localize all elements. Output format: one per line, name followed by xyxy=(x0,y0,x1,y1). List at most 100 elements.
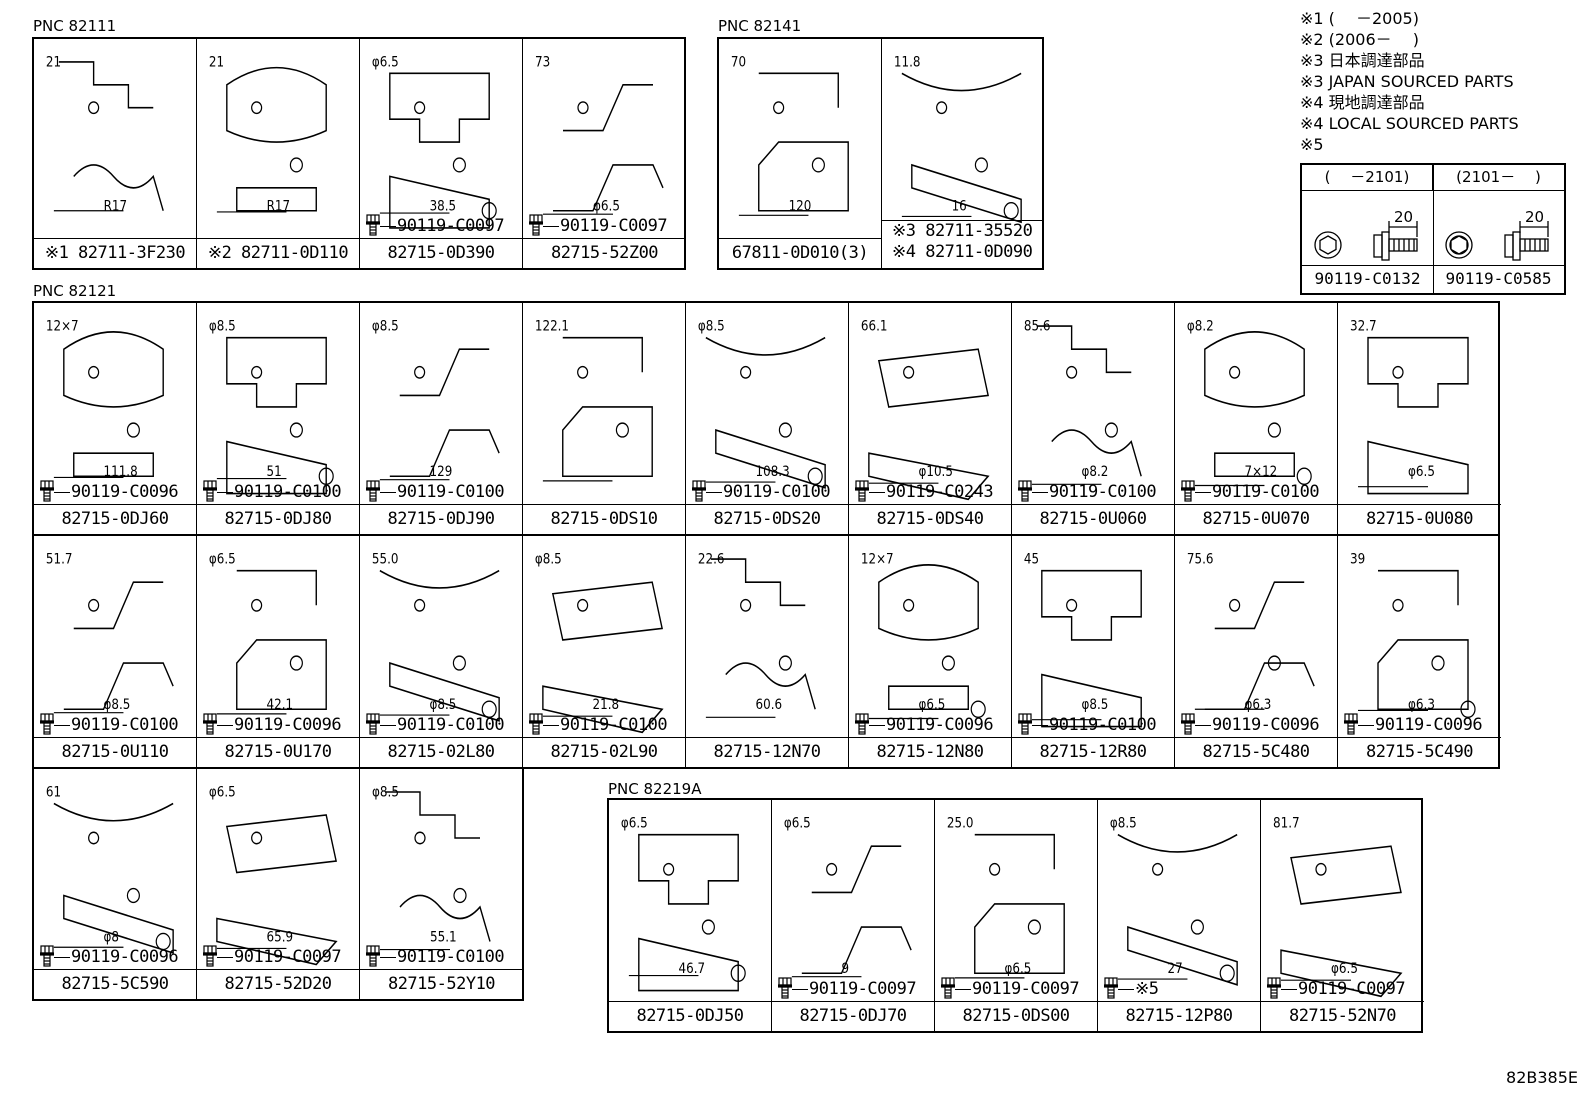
part-number-label: 82715-0DS10 xyxy=(523,504,685,534)
legend-col2-part: 90119-C0585 xyxy=(1433,265,1564,293)
dimension-label: 42.1 xyxy=(267,697,294,713)
dimension-label: φ6.3 xyxy=(1245,697,1272,713)
dimension-label: φ8.5 xyxy=(104,697,131,713)
bolt-part-number: 90119-C0096 xyxy=(886,715,994,735)
part-drawing: 122.1 xyxy=(535,319,653,482)
part-number-label: ※3 82711-35520※4 82711-0D090 xyxy=(882,220,1044,268)
legend-line: ※1 ( －2005) xyxy=(1300,9,1419,28)
bolt-part-number: 90119-C0097 xyxy=(234,947,342,967)
dimension-label: 39 xyxy=(1350,552,1365,568)
dimension-label: φ8.5 xyxy=(1110,816,1137,832)
dimension-label: φ6.5 xyxy=(1408,464,1435,480)
bolt-icon xyxy=(202,480,218,502)
bolt-icon xyxy=(1017,713,1033,735)
bolt-icon xyxy=(1017,480,1033,502)
bolt-callout: 90119-C0100 xyxy=(1180,480,1320,502)
bolt-callout: 90119-C0096 xyxy=(39,945,179,967)
legend-line: ※3 JAPAN SOURCED PARTS xyxy=(1300,72,1514,91)
bolt-icon xyxy=(365,214,381,236)
part-number: ※3 82711-35520 xyxy=(892,221,1033,241)
part-number-label: 82715-02L90 xyxy=(523,737,685,767)
diagram-code: 82B385E xyxy=(1506,1068,1578,1087)
dimension-label: 46.7 xyxy=(679,961,706,977)
part-number-label: 82715-12P80 xyxy=(1098,1001,1260,1031)
part-number-label: 82715-52Y10 xyxy=(360,969,523,999)
dimension-label: 12×7 xyxy=(46,319,79,335)
legend-line: ※3 日本調達部品 xyxy=(1300,51,1425,70)
dimension-label: φ6.5 xyxy=(209,785,236,801)
part-drawing: φ8.555.1 xyxy=(372,785,491,951)
bolt-part-number: 90119-C0096 xyxy=(1212,715,1320,735)
pnc-label-82111: PNC 82111 xyxy=(33,17,117,35)
bolt-part-number: 90119-C0097 xyxy=(809,979,917,999)
part-number-label: 82715-0DJ90 xyxy=(360,504,522,534)
bolt-icon xyxy=(854,713,870,735)
part-number-label: 67811-0D010(3) xyxy=(719,238,881,268)
pnc-label-82141: PNC 82141 xyxy=(718,17,802,35)
bolt-callout: 90119-C0100 xyxy=(1017,713,1157,735)
bolt-callout: 90119-C0100 xyxy=(39,713,179,735)
part-number-label: 82715-0DS00 xyxy=(935,1001,1097,1031)
bolt-icon xyxy=(1266,977,1282,999)
bolt-part-number: 90119-C0100 xyxy=(1049,715,1157,735)
part-drawing: 81.7 φ6.5 xyxy=(1273,816,1403,998)
part-drawing: 55.0φ8.5 xyxy=(372,552,500,722)
dimension-label: 25.0 xyxy=(947,816,974,832)
dimension-label: φ6.5 xyxy=(1331,961,1358,977)
bolt-callout: ※5 xyxy=(1103,977,1159,999)
bolt-part-number: 90119-C0100 xyxy=(1212,482,1320,502)
bolt-part-number: 90119-C0100 xyxy=(560,715,668,735)
part-drawing: 11.816 xyxy=(894,55,1022,224)
dimension-label: 51.7 xyxy=(46,552,73,568)
bolt-icon xyxy=(365,945,381,967)
dimension-label: φ8.5 xyxy=(209,319,236,335)
dimension-label: R17 xyxy=(104,199,127,215)
dimension-label: 21 xyxy=(46,55,61,71)
part-number-label: 82715-0U080 xyxy=(1338,504,1501,534)
dimension-label: 129 xyxy=(430,464,453,480)
legend-col1-part: 90119-C0132 xyxy=(1302,265,1433,293)
bolt-icon xyxy=(691,480,707,502)
dimension-label: 120 xyxy=(789,199,812,215)
bolt-icon xyxy=(528,713,544,735)
dimension-label: 16 xyxy=(952,199,967,215)
dimension-label: 51 xyxy=(267,464,282,480)
dimension-label: 81.7 xyxy=(1273,816,1300,832)
dimension-label: 70 xyxy=(731,55,746,71)
part-drawing: 70 120 xyxy=(731,55,849,216)
legend-line: ※4 LOCAL SOURCED PARTS xyxy=(1300,114,1519,133)
bolt-callout: 90119-C0097 xyxy=(365,214,505,236)
bolt-part-number: 90119-C0100 xyxy=(397,947,505,967)
part-cell: 122.1 82715-0DS10 xyxy=(523,303,686,534)
bolt-icon xyxy=(39,945,55,967)
bolt-part-number: 90119-C0100 xyxy=(723,482,831,502)
bolt-icon xyxy=(365,480,381,502)
bolt-part-number: 90119-C0096 xyxy=(234,715,342,735)
dimension-label: 66.1 xyxy=(861,319,888,335)
bolt-callout: 90119-C0097 xyxy=(202,945,342,967)
legend: ※1 ( －2005) ※2 (2006－ ) ※3 日本調達部品 ※3 JAP… xyxy=(1300,8,1519,155)
bolt-icon xyxy=(1343,713,1359,735)
dimension-label: φ6.5 xyxy=(1005,961,1032,977)
dimension-label: φ6.5 xyxy=(919,697,946,713)
